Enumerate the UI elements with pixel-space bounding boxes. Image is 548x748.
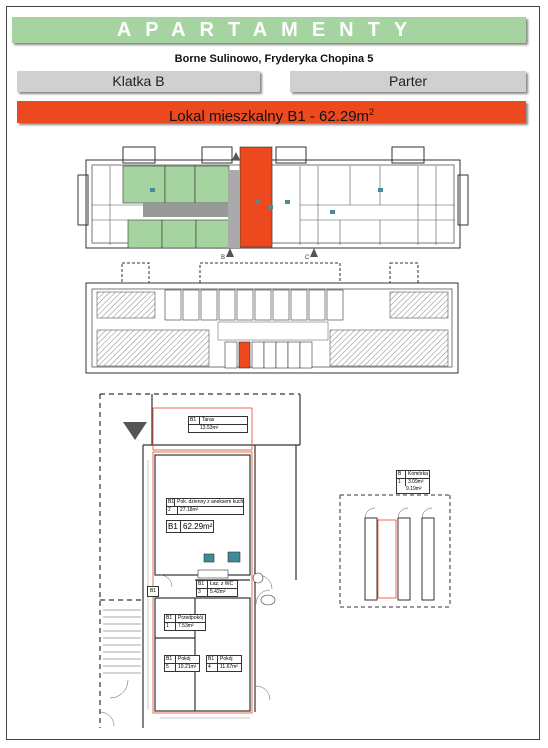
room1-area: 10.21m² — [178, 664, 197, 670]
room1-name: Pokój — [178, 656, 191, 662]
storage-num: 1 — [397, 479, 406, 486]
apartment-detail-walls — [99, 393, 301, 728]
storage-cells — [164, 289, 344, 369]
selected-storage-detail-highlight — [377, 519, 397, 599]
fixtures — [150, 188, 383, 214]
marker-b-label: B — [221, 255, 225, 261]
living-name: Pok. dzienny z aneksem kuch. — [177, 499, 245, 505]
floor-plan-outline — [77, 146, 469, 249]
unit-total-area: 62.29m² — [183, 522, 213, 531]
storage-detail — [339, 494, 451, 608]
room1-num: 5 — [165, 664, 176, 671]
room2-name: Pokój — [220, 656, 233, 662]
selected-unit-highlight — [239, 146, 273, 248]
bath-id: B1 — [197, 581, 208, 588]
room2-id: B1 — [207, 656, 218, 663]
basement-plan — [85, 262, 459, 374]
storage-area-1: 3.09m² — [408, 479, 424, 485]
basement-corridor — [217, 321, 329, 341]
dimension-lines — [147, 449, 250, 719]
entrance-arrow-icon — [232, 152, 240, 160]
storage-label: B Komórka 1 3.09m² 9.19m² — [396, 470, 430, 494]
door-tag: B1 — [147, 586, 159, 597]
terrace-label: B1 Taras 13.53m² — [188, 416, 248, 433]
terrace-area: 13.53m² — [200, 425, 219, 431]
unit-title-text: Lokal mieszkalny B1 - 62.29m — [168, 108, 370, 125]
hall-num: 1 — [165, 623, 176, 630]
address: Borne Sulinowo, Fryderyka Chopina 5 — [174, 53, 374, 65]
floor-label: Parter — [290, 71, 526, 92]
hatched-area-left — [96, 291, 156, 319]
hatched-area-left-lower — [96, 329, 210, 367]
room2-num: 4 — [207, 664, 218, 671]
storage-door-arcs — [364, 507, 433, 519]
hall-label: B1 Przedpokój 1 7.53m² — [164, 614, 206, 631]
stairwell — [228, 170, 240, 248]
living-area: 27.18m² — [180, 507, 199, 513]
stairs-icon — [103, 609, 141, 674]
marker-c-icon — [310, 248, 318, 257]
corridor — [143, 203, 233, 217]
bathroom-label: B1 Łaz. z WC 3 5.42m² — [196, 580, 238, 597]
bath-area: 5.42m² — [210, 589, 226, 595]
room1-id: B1 — [165, 656, 176, 663]
storage-name: Komórka — [408, 471, 429, 477]
unit-total-label: B1 62.29m² — [166, 520, 214, 533]
green-units — [122, 165, 230, 249]
hall-name: Przedpokój — [178, 615, 204, 621]
room1-label: B1 Pokój 5 10.21m² — [164, 655, 200, 672]
bathroom-fixtures — [252, 572, 276, 606]
hall-id: B1 — [165, 615, 176, 622]
living-id: B1 — [168, 499, 176, 506]
living-num: 2 — [167, 507, 178, 514]
unit-title-sup: 2 — [369, 107, 375, 117]
storage-area-2: 9.19m² — [406, 486, 422, 492]
terrace-id: B1 — [189, 417, 200, 424]
hatched-area-right-lower — [329, 329, 449, 367]
marker-b-icon — [226, 248, 234, 257]
page-title: APARTAMENTY — [12, 17, 526, 43]
unit-title: Lokal mieszkalny B1 - 62.29m2 — [17, 101, 526, 125]
living-room-label: B1 Pok. dzienny z aneksem kuch. 2 27.18m… — [166, 498, 245, 515]
terrace-name: Taras — [202, 417, 215, 423]
hatched-area-right — [389, 291, 449, 319]
selected-storage-highlight — [238, 341, 251, 369]
kitchen-fixtures — [197, 551, 241, 579]
marker-c-label: C — [305, 255, 310, 261]
staircase-label: Klatka B — [17, 71, 260, 92]
entrance-triangle-icon — [123, 422, 147, 440]
bath-name: Łaz. z WC — [210, 581, 234, 587]
room-walls — [92, 166, 455, 245]
room2-area: 11.67m² — [220, 664, 238, 670]
hall-area: 7.53m² — [178, 623, 194, 629]
bath-num: 3 — [197, 589, 208, 596]
unit-total-id: B1 — [167, 521, 181, 532]
room2-label: B1 Pokój 4 11.67m² — [206, 655, 242, 672]
storage-id: B — [397, 471, 406, 478]
